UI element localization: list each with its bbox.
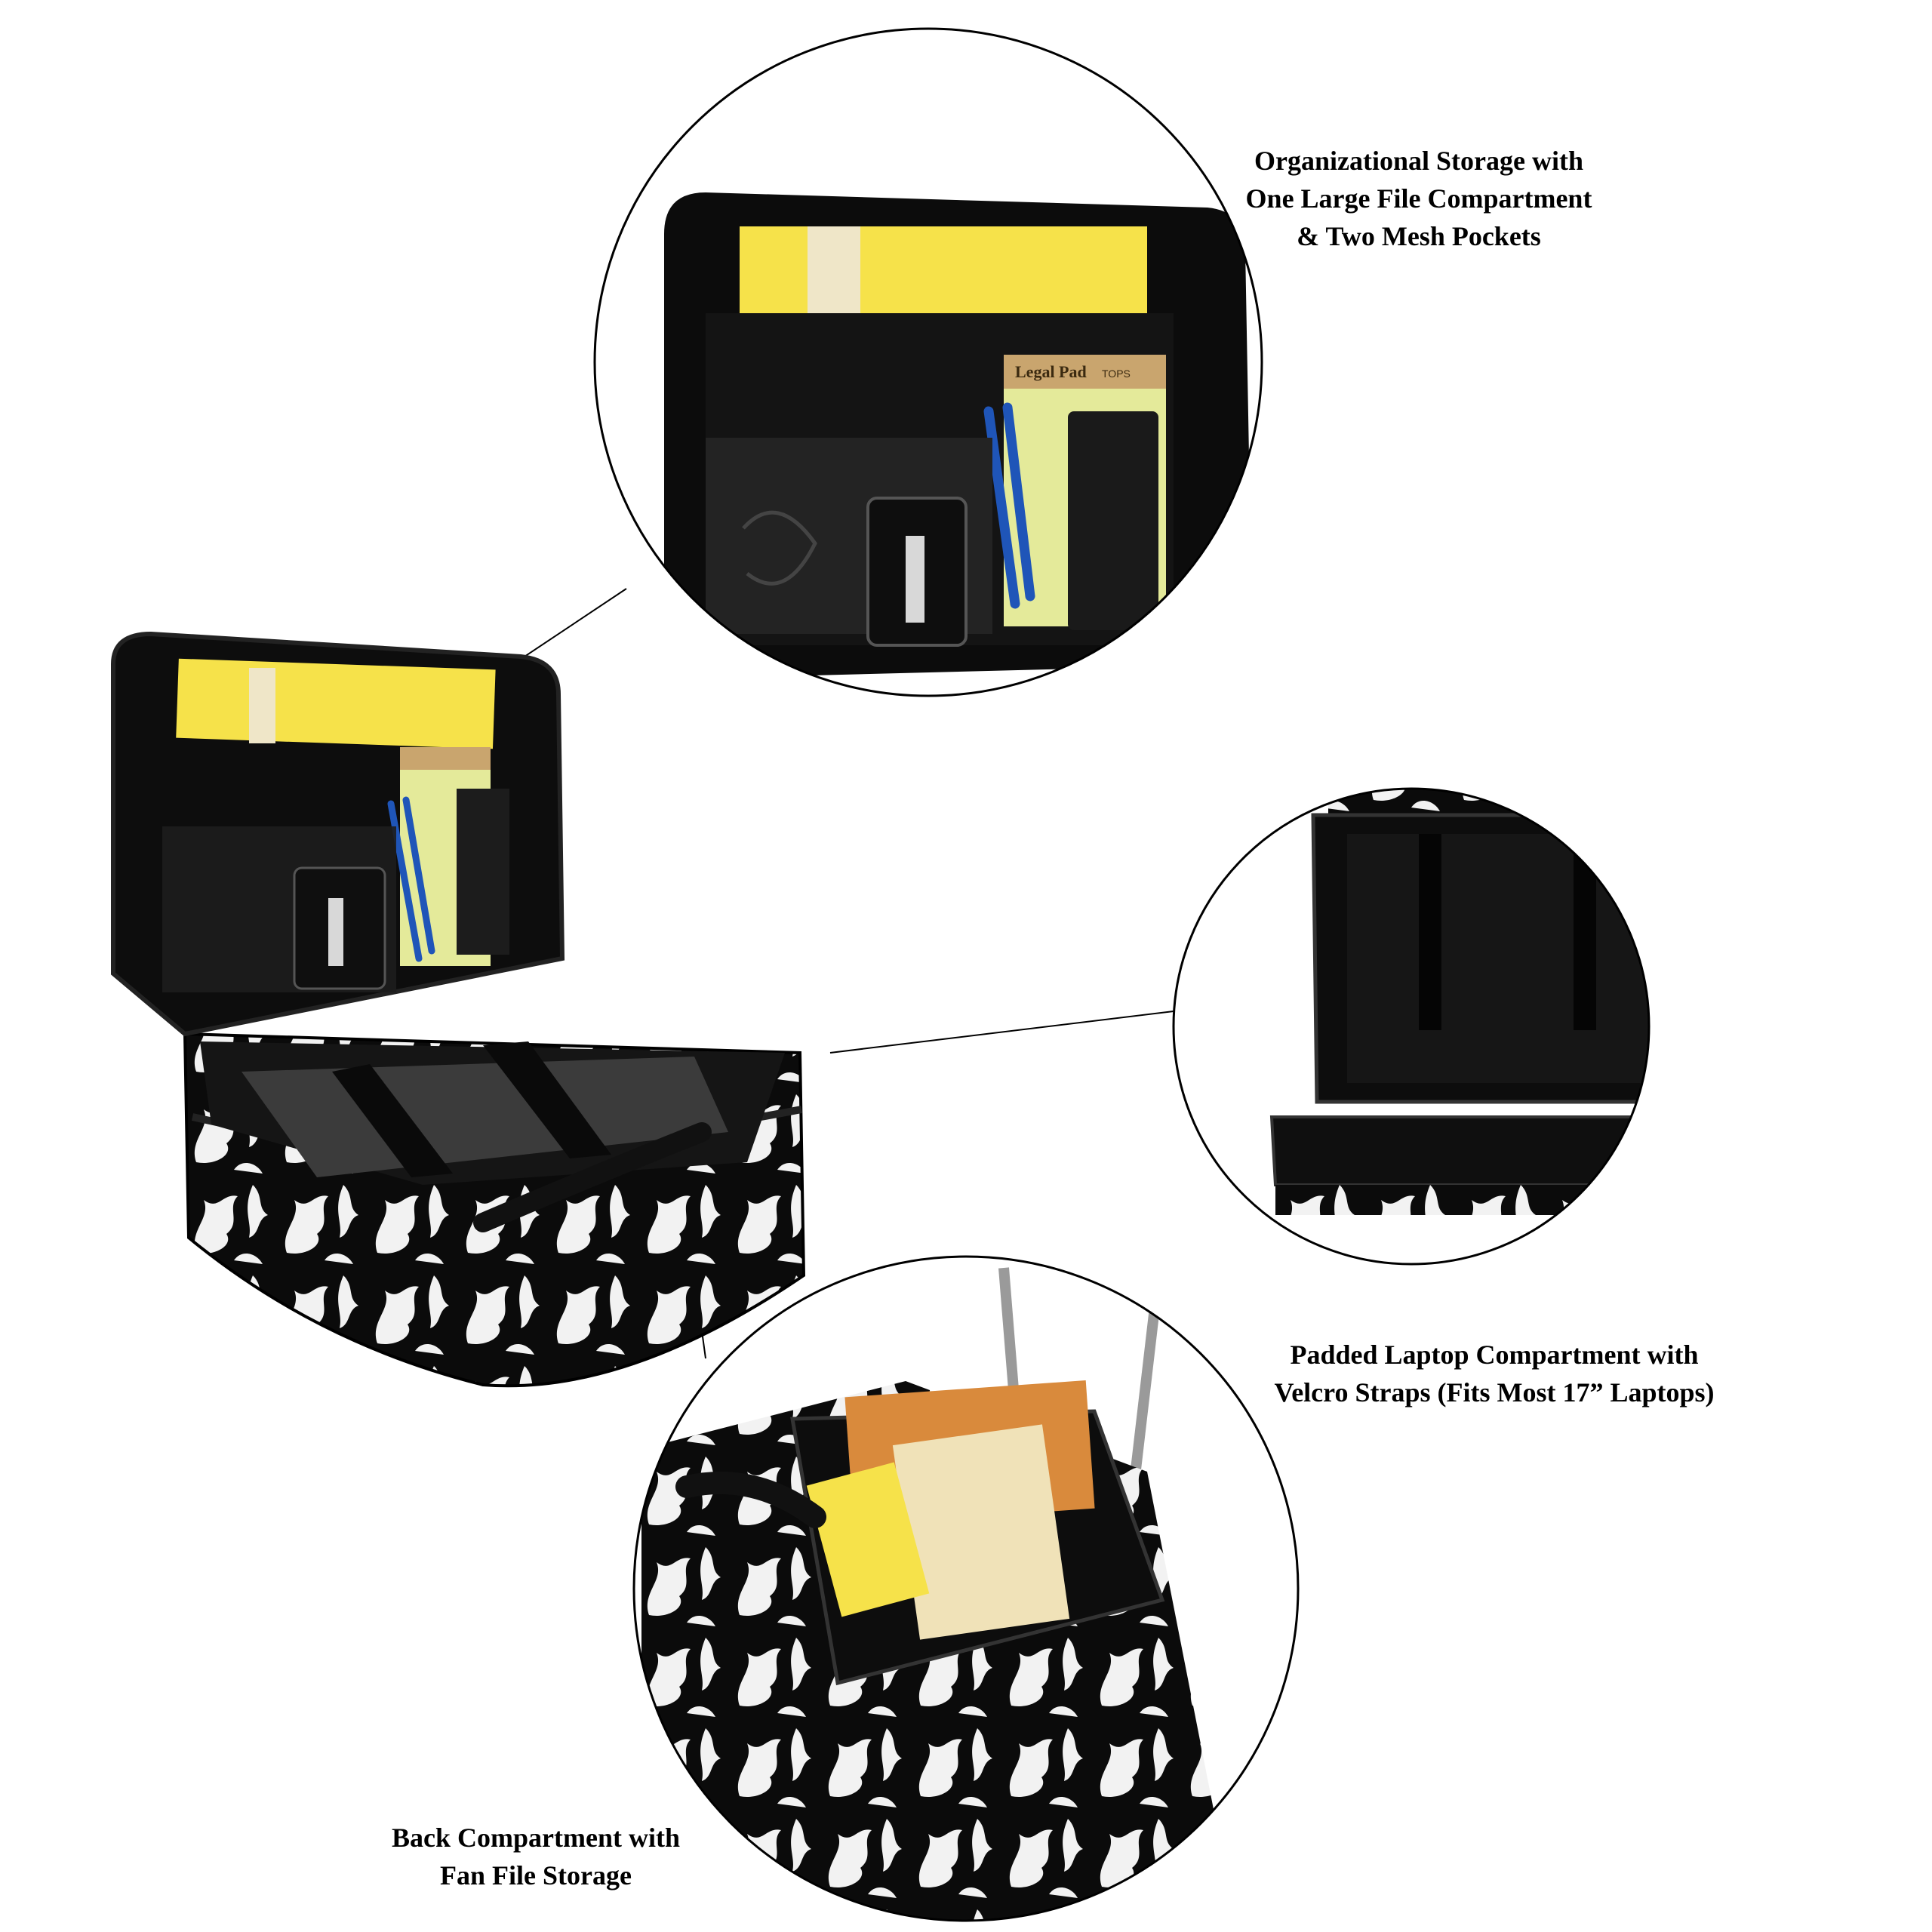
main-bag-photo xyxy=(111,631,806,1388)
detail-circle-organizer: Legal Pad TOPS xyxy=(593,27,1263,697)
phone xyxy=(457,789,509,955)
legal-pad-header xyxy=(400,747,491,770)
caption-line: Velcro Straps (Fits Most 17” Laptops) xyxy=(1274,1377,1715,1407)
brand-label: TOPS xyxy=(1102,368,1131,380)
yellow-folder xyxy=(740,226,1147,313)
caption-back-compartment: Back Compartment with Fan File Storage xyxy=(325,1819,747,1894)
detail-circle-back-compartment xyxy=(632,1255,1300,1922)
detail-circle-laptop-compartment xyxy=(1172,787,1651,1266)
caption-line: Padded Laptop Compartment with xyxy=(1290,1340,1699,1370)
caption-line: & Two Mesh Pockets xyxy=(1297,221,1541,251)
caption-line: Organizational Storage with xyxy=(1254,146,1583,176)
phone xyxy=(1068,411,1158,630)
caption-line: One Large File Compartment xyxy=(1245,183,1592,214)
pens xyxy=(983,402,1035,609)
legal-pad-label: Legal Pad xyxy=(1015,362,1087,381)
connector-line-right xyxy=(829,1011,1174,1054)
bag-handle xyxy=(473,1122,712,1232)
yellow-folder xyxy=(176,658,496,749)
manila-folder xyxy=(249,668,275,743)
caption-line: Fan File Storage xyxy=(440,1860,632,1890)
velcro-straps xyxy=(332,1041,611,1177)
caption-organizational-storage: Organizational Storage with One Large Fi… xyxy=(1170,142,1668,255)
legal-pad-header xyxy=(1004,355,1166,389)
telescoping-handle xyxy=(1444,789,1567,800)
caption-line: Back Compartment with xyxy=(392,1823,680,1853)
caption-laptop-compartment: Padded Laptop Compartment with Velcro St… xyxy=(1208,1336,1781,1411)
